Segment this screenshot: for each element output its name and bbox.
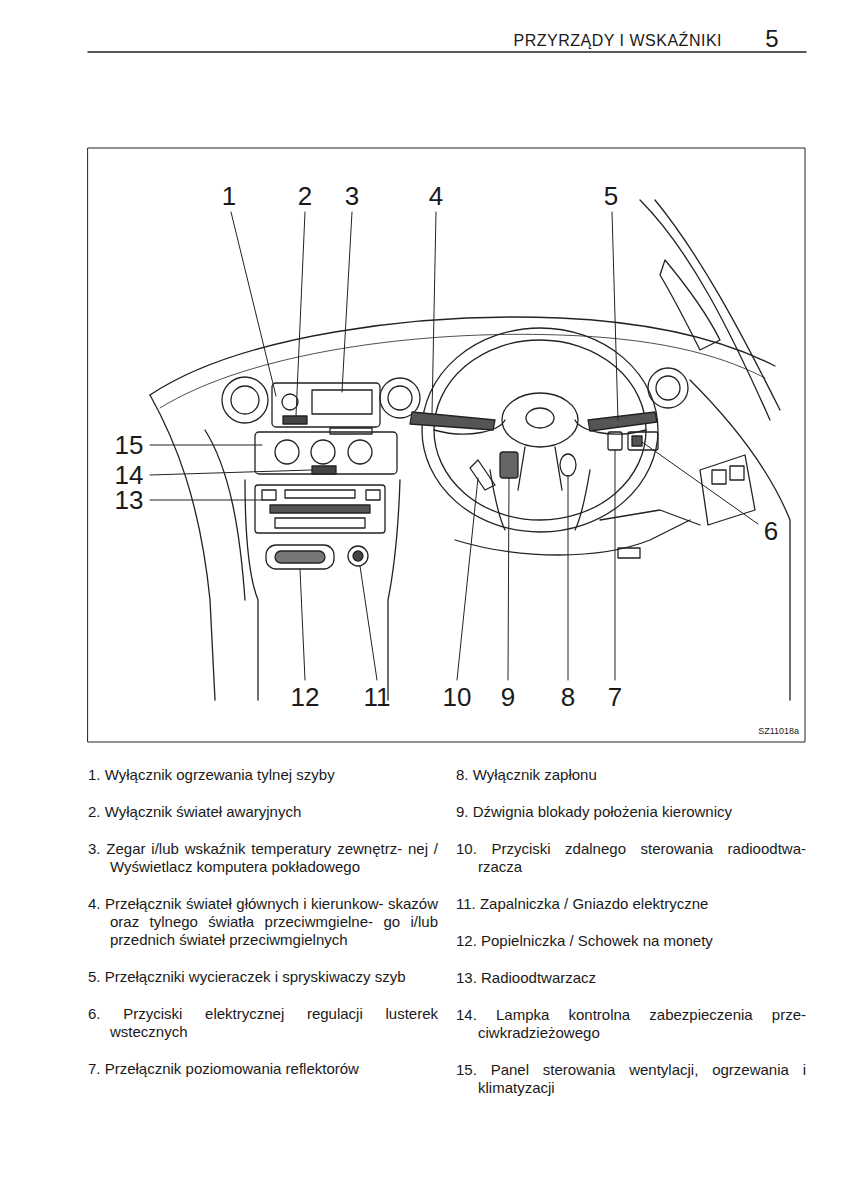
callout-number: 7 bbox=[608, 684, 622, 710]
figure-frame bbox=[88, 148, 805, 742]
callout-number: 13 bbox=[115, 487, 144, 513]
callout-number: 5 bbox=[604, 183, 618, 209]
legend-item: 9. Dźwignia blokady położenia kierownicy bbox=[456, 803, 806, 821]
callout-number: 12 bbox=[291, 684, 320, 710]
callout-number: 8 bbox=[561, 684, 575, 710]
legend-item: 14. Lampka kontrolna zabezpieczenia prze… bbox=[456, 1006, 806, 1042]
callout-number: 1 bbox=[222, 183, 236, 209]
header-rule bbox=[88, 51, 806, 53]
legend-item: 15. Panel sterowania wentylacji, ogrzewa… bbox=[456, 1061, 806, 1097]
callout-number: 6 bbox=[764, 518, 778, 544]
legend-item: 3. Zegar i/lub wskaźnik temperatury zewn… bbox=[88, 840, 438, 876]
legend-item: 7. Przełącznik poziomowania reflektorów bbox=[88, 1060, 438, 1078]
legend-item: 4. Przełącznik świateł głównych i kierun… bbox=[88, 895, 438, 949]
callout-number: 9 bbox=[501, 684, 515, 710]
callout-number: 2 bbox=[298, 183, 312, 209]
dashboard-drawing bbox=[150, 200, 790, 700]
legend-column: 1. Wyłącznik ogrzewania tylnej szyby 2. W… bbox=[88, 766, 438, 1078]
legend-item: 12. Popielniczka / Schowek na monety bbox=[456, 932, 806, 950]
legend-item: 13. Radioodtwarzacz bbox=[456, 969, 806, 987]
leader-lines bbox=[150, 212, 758, 680]
figure-code: SZ11018a bbox=[758, 727, 799, 736]
callout-number: 10 bbox=[443, 684, 472, 710]
legend-item: 6. Przyciski elektrycznej regulacji lust… bbox=[88, 1005, 438, 1041]
callout-number: 14 bbox=[115, 462, 144, 488]
legend-item: 8. Wyłącznik zapłonu bbox=[456, 766, 806, 784]
legend-item: 2. Wyłącznik świateł awaryjnych bbox=[88, 803, 438, 821]
legend-item: 5. Przełączniki wycieraczek i spryskiwac… bbox=[88, 968, 438, 986]
page-number: 5 bbox=[765, 27, 778, 51]
callout-number: 11 bbox=[364, 684, 391, 710]
callout-number: 4 bbox=[429, 183, 443, 209]
callout-number: 3 bbox=[345, 183, 359, 209]
legend-item: 1. Wyłącznik ogrzewania tylnej szyby bbox=[88, 766, 438, 784]
legend-item: 11. Zapalniczka / Gniazdo elektryczne bbox=[456, 895, 806, 913]
legend-item: 10. Przyciski zdalnego sterowania radioo… bbox=[456, 840, 806, 876]
page-header: PRZYRZĄDY I WSKAŹNIKI bbox=[514, 33, 722, 49]
callout-number: 15 bbox=[115, 432, 144, 458]
legend-column: 8. Wyłącznik zapłonu 9. Dźwignia blokady … bbox=[456, 766, 806, 1097]
